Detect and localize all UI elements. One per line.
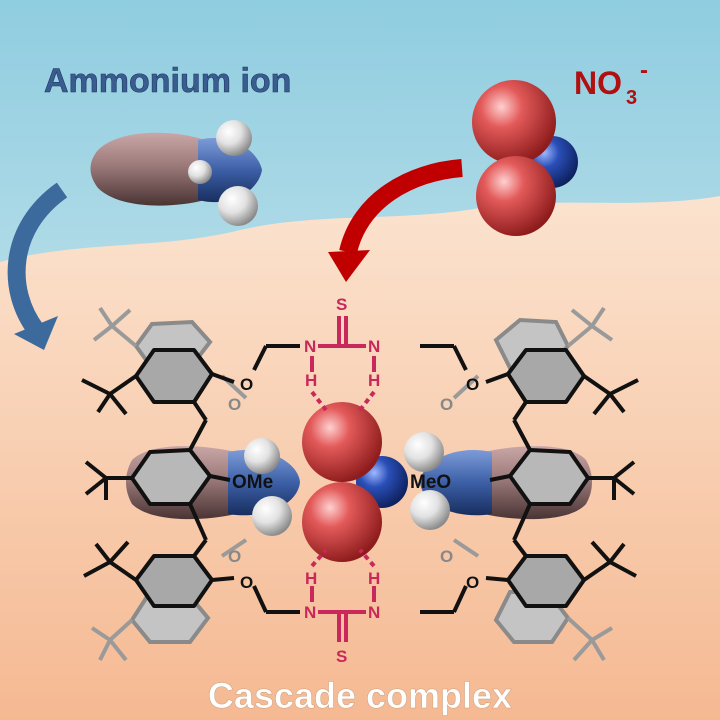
- ammonium-space-fill-icon: [90, 120, 262, 226]
- thiourea-bottom-h-right: H: [368, 569, 380, 588]
- methoxy-right-label: MeO: [410, 472, 451, 493]
- back-ether-o-bottom-left: O: [228, 547, 241, 566]
- nitrate-label-main: NO: [574, 65, 622, 101]
- blue-curved-arrow-icon: [7, 182, 68, 350]
- nitrate-label-sub: 3: [626, 87, 637, 109]
- thiourea-bottom-n-left: N: [304, 603, 316, 622]
- nitrate-label: NO 3 -: [574, 57, 648, 109]
- thiourea-top-n-left: N: [304, 337, 316, 356]
- bound-nitrate-space-fill-icon: [302, 402, 408, 562]
- ether-o-bottom-right: O: [466, 573, 479, 592]
- back-ether-o-bottom-right: O: [440, 547, 453, 566]
- back-ether-o-top-right: O: [440, 395, 453, 414]
- thiourea-top-sulfur: S: [336, 295, 347, 314]
- thiourea-top-h-right: H: [368, 371, 380, 390]
- thiourea-top-n-right: N: [368, 337, 380, 356]
- thiourea-top: [310, 316, 376, 412]
- cascade-complex-label: Cascade complex: [208, 675, 512, 716]
- ether-o-top-left: O: [240, 375, 253, 394]
- thiourea-bottom-n-right: N: [368, 603, 380, 622]
- ammonium-label: Ammonium ion: [44, 62, 291, 100]
- thiourea-bottom-h-left: H: [305, 569, 317, 588]
- ether-o-top-right: O: [466, 375, 479, 394]
- thiourea-bottom-sulfur: S: [336, 647, 347, 666]
- thiourea-bottom: [310, 548, 376, 642]
- back-ether-o-top-left: O: [228, 395, 241, 414]
- methoxy-left-label: OMe: [232, 472, 273, 493]
- calixarene-front-frame: [81, 344, 639, 614]
- ether-o-bottom-left: O: [240, 573, 253, 592]
- nitrate-label-sup: -: [640, 57, 648, 84]
- nitrate-space-fill-icon: [472, 80, 578, 236]
- red-curved-arrow-icon: [328, 159, 463, 282]
- thiourea-top-h-left: H: [305, 371, 317, 390]
